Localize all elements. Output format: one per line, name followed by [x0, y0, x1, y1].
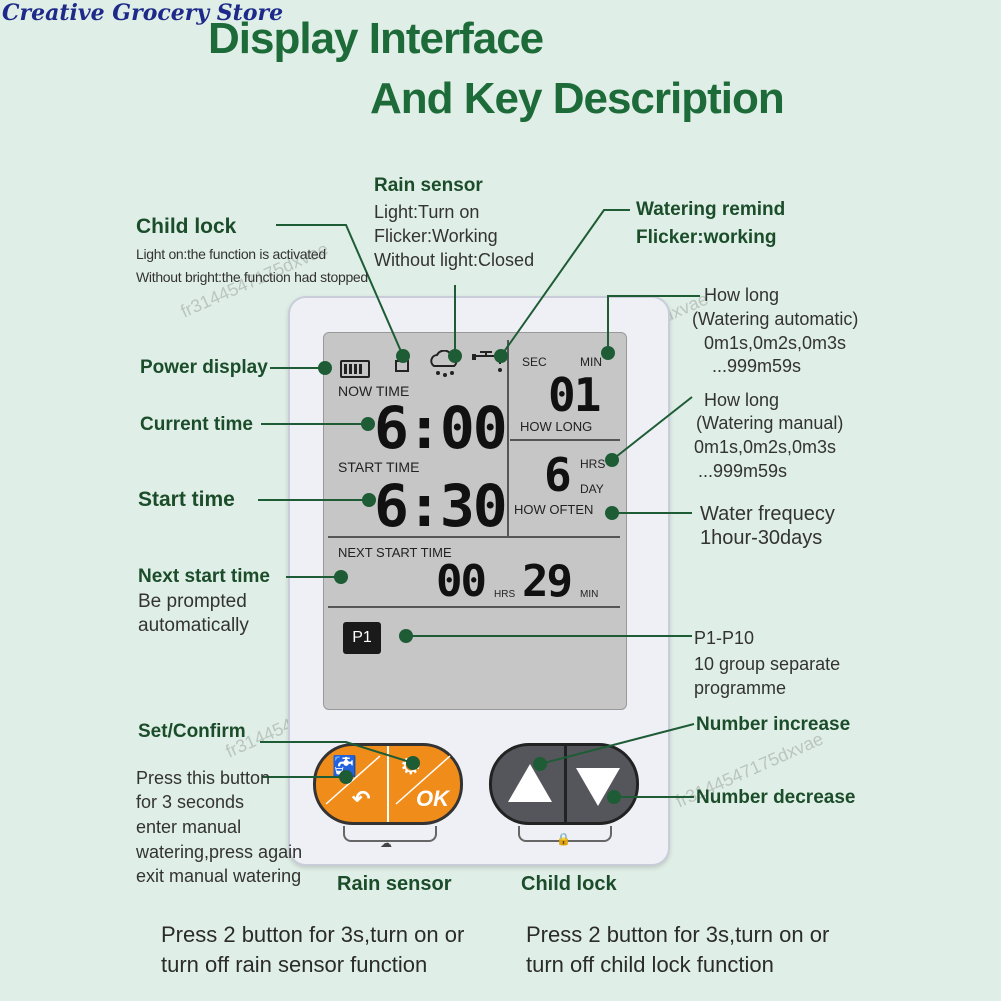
- now-time-value: 6:00: [374, 394, 508, 462]
- rain-sensor-line3: Without light:Closed: [374, 250, 535, 270]
- how-long-manual-line1: How long: [704, 390, 780, 410]
- how-long-auto-line3: 0m1s,0m2s,0m3s: [704, 333, 847, 353]
- rain-bracket: [343, 826, 437, 842]
- number-increase-button[interactable]: [508, 764, 552, 802]
- set-confirm-line5: exit manual watering: [136, 866, 302, 886]
- lock-bracket: [518, 826, 612, 842]
- program-line1: P1-P10: [694, 628, 755, 648]
- set-confirm-line4: watering,press again: [136, 842, 303, 862]
- current-time-label: Current time: [140, 414, 253, 435]
- min-label: MIN: [580, 355, 602, 369]
- watering-remind-sub: Flicker:working: [636, 227, 777, 248]
- set-confirm-line2: for 3 seconds: [136, 792, 245, 812]
- rain-sensor-line2: Flicker:Working: [374, 226, 498, 246]
- rain-sensor-bottom-label: Rain sensor: [337, 873, 452, 895]
- brand-logo: Creative Grocery Store: [2, 0, 284, 26]
- number-increase-label: Number increase: [696, 714, 851, 735]
- back-arrow-icon: ↶: [352, 786, 371, 811]
- next-min-value: 29: [522, 556, 573, 607]
- how-long-manual-line3: 0m1s,0m2s,0m3s: [694, 437, 837, 457]
- ok-label: OK: [416, 786, 449, 811]
- battery-icon: [340, 360, 370, 378]
- set-confirm-button[interactable]: 🚰 ↶ ⚙ OK: [313, 743, 463, 825]
- start-time-label: START TIME: [338, 459, 420, 475]
- water-frequency-line2: 1hour-30days: [700, 527, 823, 549]
- lock-note-line2: turn off child lock function: [526, 952, 774, 977]
- day-label: DAY: [580, 482, 604, 496]
- child-lock-line1: Light on:the function is activated: [136, 246, 326, 262]
- how-often-label: HOW OFTEN: [514, 502, 594, 517]
- child-lock-label: Child lock: [136, 215, 237, 238]
- how-long-auto-line2: (Watering automatic): [692, 309, 859, 329]
- now-time-label: NOW TIME: [338, 383, 410, 399]
- set-confirm-line3: enter manual: [136, 817, 242, 837]
- program-indicator: P1: [343, 622, 381, 654]
- rain-sensor-label: Rain sensor: [374, 175, 483, 196]
- how-long-auto-line4: ...999m59s: [712, 356, 802, 376]
- how-long-value: 01: [548, 368, 601, 422]
- next-start-label: NEXT START TIME: [338, 545, 452, 560]
- how-long-manual-line2: (Watering manual): [696, 413, 844, 433]
- next-min-unit: MIN: [580, 589, 599, 600]
- how-long-auto-line1: How long: [704, 285, 780, 305]
- how-long-label: HOW LONG: [520, 419, 593, 434]
- child-lock-line2: Without bright:the function had stopped: [136, 269, 368, 285]
- program-line3: programme: [694, 678, 787, 698]
- rain-note-line2: turn off rain sensor function: [161, 952, 428, 977]
- set-confirm-label: Set/Confirm: [138, 721, 246, 742]
- number-decrease-label: Number decrease: [696, 787, 856, 808]
- power-display-label: Power display: [140, 357, 268, 378]
- next-start-time-label: Next start time: [138, 566, 270, 587]
- how-often-value: 6: [544, 448, 572, 502]
- rain-note-line1: Press 2 button for 3s,turn on or: [161, 922, 465, 947]
- hrs-label: HRS: [580, 457, 606, 471]
- start-time-value: 6:30: [374, 472, 508, 540]
- lock-note-line1: Press 2 button for 3s,turn on or: [526, 922, 830, 947]
- child-lock-bottom-label: Child lock: [521, 873, 617, 895]
- how-long-manual-line4: ...999m59s: [698, 461, 788, 481]
- start-time-callout: Start time: [138, 488, 235, 511]
- title-line2: And Key Description: [370, 74, 785, 123]
- up-down-button[interactable]: [489, 743, 639, 825]
- sec-label: SEC: [522, 355, 547, 369]
- watering-remind-label: Watering remind: [636, 199, 786, 220]
- water-frequency-line1: Water frequecy: [700, 503, 835, 525]
- rain-sensor-line1: Light:Turn on: [374, 202, 480, 222]
- rain-cloud-icon: ☁: [380, 836, 392, 850]
- lcd-screen: [323, 332, 627, 710]
- set-confirm-line1: Press this button: [136, 768, 271, 788]
- next-start-line1: Be prompted: [138, 591, 247, 612]
- program-line2: 10 group separate: [694, 654, 841, 674]
- title-line1: Display Interface: [208, 14, 544, 63]
- next-start-line2: automatically: [138, 615, 249, 636]
- next-hrs-value: 00: [436, 556, 487, 607]
- lock-icon: 🔒: [556, 832, 571, 846]
- next-hrs-unit: HRS: [494, 589, 516, 600]
